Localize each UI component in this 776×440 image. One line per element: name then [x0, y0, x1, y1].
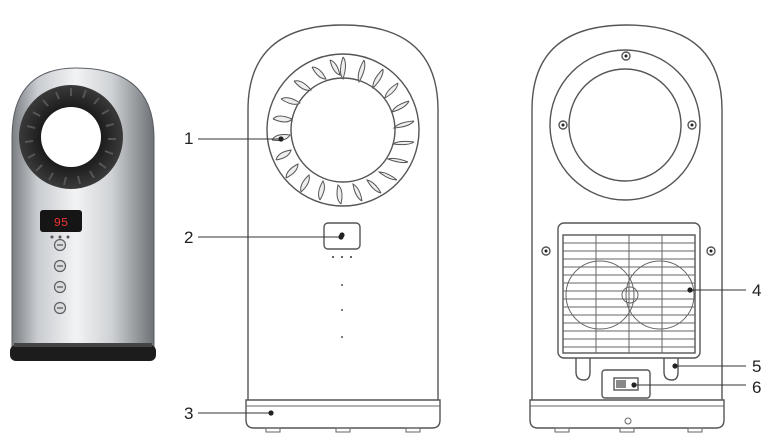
callout-3-number: 3 [184, 404, 193, 423]
photo-ring-hole [41, 107, 101, 167]
rear-cord-hooks [575, 358, 679, 381]
rear-fan-behind-grille [565, 260, 695, 330]
rear-base [529, 399, 725, 429]
rear-ring-inner [568, 68, 682, 182]
photo-indicator-row [50, 235, 70, 239]
rear-body-outline [531, 24, 723, 400]
callout-3: 3 [184, 404, 274, 423]
front-fan-ring-inner [290, 77, 396, 183]
front-base [245, 399, 441, 429]
rear-grille-screws [541, 246, 716, 256]
callout-6-number: 6 [752, 378, 761, 397]
rear-grille-slats [563, 235, 695, 353]
callout-4-number: 4 [752, 281, 761, 300]
front-view-drawing [245, 24, 441, 433]
callout-5: 5 [672, 357, 761, 376]
callout-5-number: 5 [752, 357, 761, 376]
callout-1: 1 [184, 129, 284, 148]
front-body-outline [247, 24, 439, 400]
callout-4: 4 [687, 281, 761, 300]
rear-power-switch [613, 377, 639, 391]
heater-photo: 95 [10, 67, 156, 361]
front-indicator-dots [331, 255, 353, 338]
photo-display-readout: 95 [54, 216, 68, 230]
callout-2-number: 2 [184, 228, 193, 247]
callout-2: 2 [184, 228, 344, 247]
photo-base [10, 345, 156, 361]
photo-fan-blades [24, 88, 116, 186]
rear-ring-outer [549, 49, 701, 201]
rear-ring-screws [558, 51, 697, 130]
rear-switch-housing [601, 369, 651, 399]
callout-6: 6 [631, 378, 761, 397]
front-fan-ring-outer [266, 53, 420, 207]
callout-1-number: 1 [184, 129, 193, 148]
photo-display [40, 210, 82, 232]
rear-view-drawing [529, 24, 725, 433]
front-display-window [323, 222, 361, 250]
